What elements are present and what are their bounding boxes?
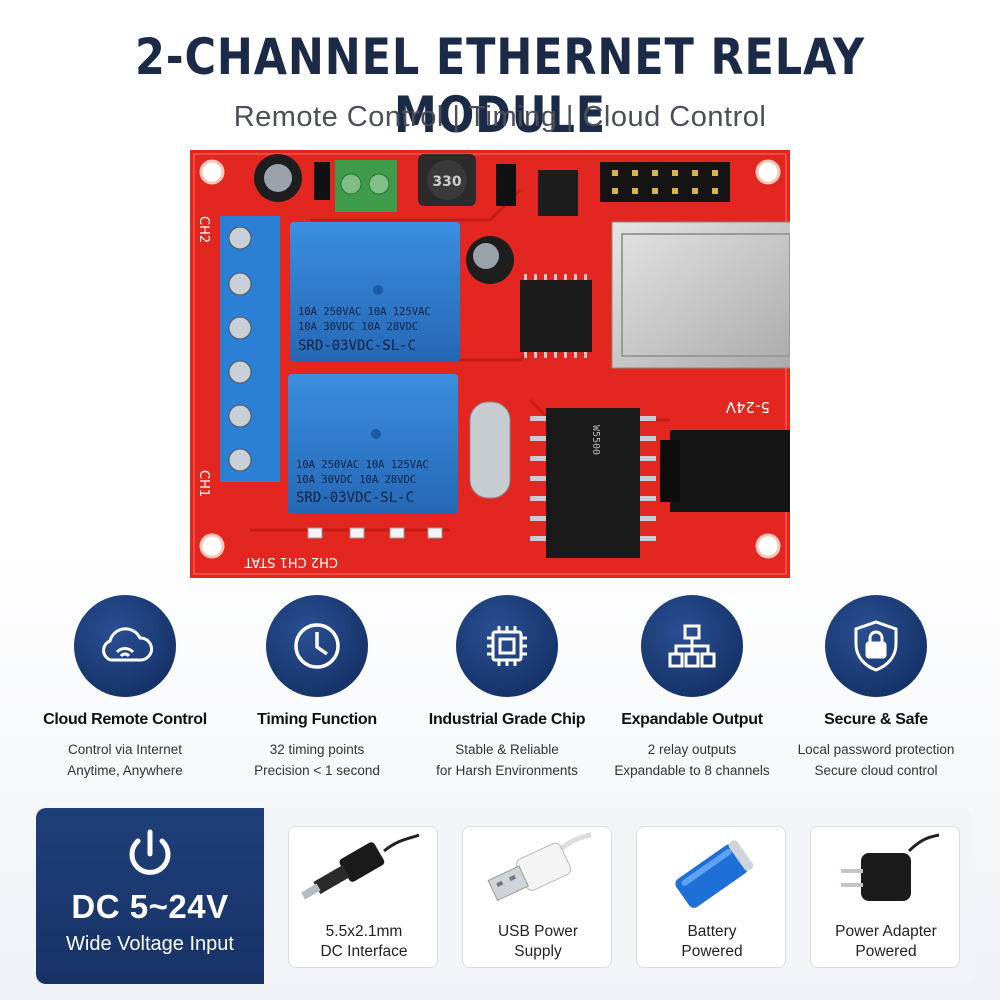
battery-icon bbox=[675, 840, 754, 908]
shield-lock-icon bbox=[825, 595, 927, 697]
dc-plug-icon bbox=[301, 833, 420, 900]
svg-text:10A 250VAC 10A 125VAC: 10A 250VAC 10A 125VAC bbox=[298, 306, 431, 318]
power-icon bbox=[129, 829, 171, 875]
feature-cloud-remote-control: Cloud Remote Control Control via Interne… bbox=[30, 595, 220, 781]
crystal-oscillator bbox=[469, 401, 511, 499]
relay-ch2: 10A 250VAC 10A 125VAC 10A 30VDC 10A 28VD… bbox=[290, 222, 460, 362]
feature-title: Industrial Grade Chip bbox=[428, 711, 586, 728]
svg-text:SRD-03VDC-SL-C: SRD-03VDC-SL-C bbox=[296, 490, 414, 506]
power-input-panel: DC 5~24V Wide Voltage Input bbox=[36, 808, 264, 984]
power-adapter-icon bbox=[841, 833, 940, 901]
mounting-hole bbox=[755, 159, 781, 185]
svg-text:330: 330 bbox=[432, 174, 461, 190]
svg-text:SRD-03VDC-SL-C: SRD-03VDC-SL-C bbox=[298, 338, 416, 354]
svg-text:W5500: W5500 bbox=[590, 425, 601, 455]
screw-terminal-block bbox=[220, 216, 280, 482]
network-tree-icon bbox=[641, 595, 743, 697]
feature-title: Expandable Output bbox=[621, 711, 763, 728]
mounting-hole bbox=[199, 533, 225, 559]
feature-title: Timing Function bbox=[257, 711, 377, 728]
svg-text:10A 30VDC 10A 28VDC: 10A 30VDC 10A 28VDC bbox=[298, 321, 418, 333]
cloud-wifi-icon bbox=[74, 595, 176, 697]
usb-plug-icon bbox=[487, 832, 592, 902]
svg-text:10A 30VDC 10A 28VDC: 10A 30VDC 10A 28VDC bbox=[296, 474, 416, 486]
svg-text:5-24V: 5-24V bbox=[725, 398, 770, 416]
svg-text:10A 250VAC 10A 125VAC: 10A 250VAC 10A 125VAC bbox=[296, 459, 429, 471]
microcontroller-chip bbox=[520, 280, 592, 352]
voltage-label: Wide Voltage Input bbox=[66, 933, 234, 955]
driver-chip bbox=[546, 408, 640, 558]
feature-title: Secure & Safe bbox=[824, 711, 928, 728]
clock-icon bbox=[266, 595, 368, 697]
ethernet-port bbox=[611, 221, 790, 369]
chip-icon bbox=[456, 595, 558, 697]
features-row: Cloud Remote Control Control via Interne… bbox=[0, 595, 1000, 785]
voltage-range: DC 5~24V bbox=[71, 888, 229, 925]
mounting-hole bbox=[755, 533, 781, 559]
relay-ch1: 10A 250VAC 10A 125VAC 10A 30VDC 10A 28VD… bbox=[288, 374, 458, 514]
svg-text:CH2 CH1 STAT: CH2 CH1 STAT bbox=[244, 554, 338, 569]
pin-header bbox=[600, 162, 730, 202]
page-title: 2-CHANNEL ETHERNET RELAY MODULE bbox=[135, 28, 865, 144]
soic-chip bbox=[538, 170, 578, 216]
page-subtitle: Remote Control | Timing | Cloud Control bbox=[233, 101, 767, 133]
mounting-hole bbox=[199, 159, 225, 185]
svg-text:CH1: CH1 bbox=[196, 470, 211, 497]
relay-board-image: 330 CH2 CH1 10A 250VAC 10A 125VAC 10A 30… bbox=[190, 150, 790, 578]
feature-title: Cloud Remote Control bbox=[43, 711, 207, 728]
svg-text:CH2: CH2 bbox=[196, 216, 211, 243]
dc-barrel-jack bbox=[670, 430, 790, 512]
